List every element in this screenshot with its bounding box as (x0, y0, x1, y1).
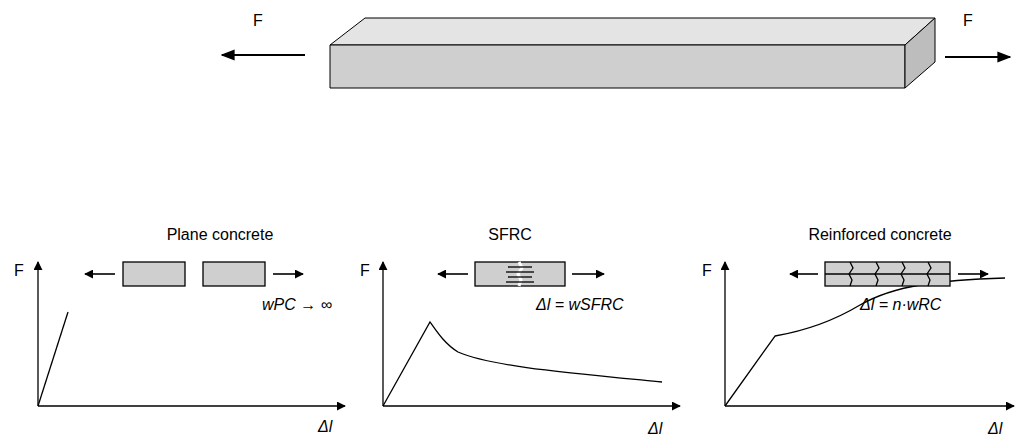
axis (382, 262, 383, 406)
axis (37, 262, 38, 406)
axis (725, 405, 1014, 406)
force-arrow (85, 273, 115, 275)
crack (927, 262, 931, 286)
axis (383, 405, 680, 406)
crack-width-note: Δl = wSFRC (536, 296, 624, 314)
concrete-block (825, 262, 950, 286)
rebar (825, 273, 950, 274)
concrete-block (475, 262, 565, 286)
prism-front (330, 45, 905, 88)
prism-side (905, 18, 935, 88)
curve (725, 278, 1005, 406)
concrete-prism (330, 18, 935, 88)
crack (901, 262, 905, 286)
force-arrow (572, 273, 604, 275)
axis-label: F (702, 262, 712, 280)
reinforced-concrete-panel (725, 262, 1014, 406)
curve (383, 322, 662, 406)
crack-width-note: wPC → ∞ (262, 296, 332, 314)
axis (724, 262, 725, 406)
curve (38, 312, 68, 406)
axis-label: F (14, 262, 24, 280)
force-arrow (273, 273, 303, 275)
force-arrow (945, 56, 1010, 58)
axis-label: Δl (648, 420, 662, 438)
steel-fibre (508, 266, 532, 267)
steel-fibre (508, 276, 532, 277)
sfrc-panel (383, 262, 680, 406)
steel-fibre (506, 271, 534, 272)
panel-title: Reinforced concrete (808, 226, 951, 244)
concrete-piece (123, 262, 185, 286)
force-label: F (963, 12, 973, 30)
crack (849, 262, 853, 286)
steel-fibre (506, 281, 534, 282)
axis (38, 405, 345, 406)
crack-width-note: Δl = n·wRC (860, 296, 941, 314)
axis-label: Δl (318, 418, 332, 436)
axis-label: Δl (988, 420, 1002, 438)
prism-top (330, 18, 935, 45)
force-arrow (958, 273, 988, 275)
panel-title: Plane concrete (167, 226, 274, 244)
force-arrow (790, 273, 818, 275)
force-arrow (222, 54, 305, 56)
panel-title: SFRC (488, 226, 532, 244)
concrete-piece (203, 262, 265, 286)
force-arrow (438, 273, 468, 275)
crack (875, 262, 879, 286)
force-label: F (253, 12, 263, 30)
axis-label: F (360, 262, 370, 280)
plain-concrete-panel (38, 262, 345, 406)
